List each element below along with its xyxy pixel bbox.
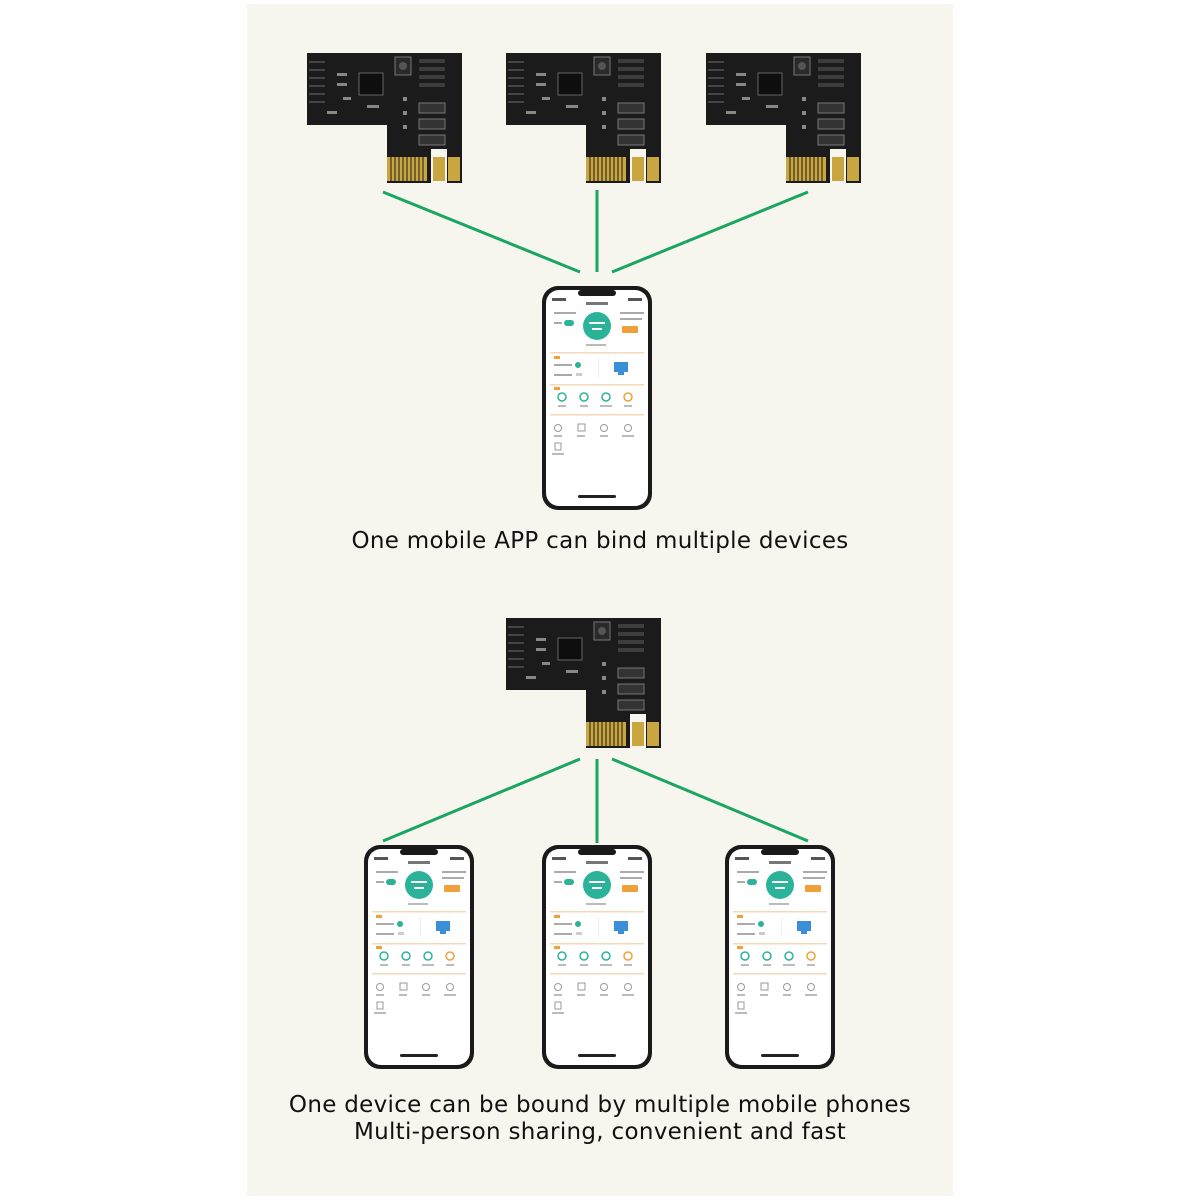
mobile-phone-app — [541, 844, 653, 1070]
connector-lines-bottom — [382, 757, 809, 843]
pcie-device-card — [705, 52, 862, 184]
caption-multi-person-sharing: Multi-person sharing, convenient and fas… — [353, 1119, 847, 1145]
mobile-phone-app — [541, 285, 653, 511]
pcie-device-card — [505, 617, 662, 749]
caption-one-app-multiple-devices: One mobile APP can bind multiple devices — [351, 528, 849, 554]
mobile-phone-app — [724, 844, 836, 1070]
connector-lines-top — [382, 190, 809, 274]
caption-one-device-multiple-phones: One device can be bound by multiple mobi… — [288, 1092, 912, 1118]
pcie-device-card — [505, 52, 662, 184]
pcie-device-card — [306, 52, 463, 184]
mobile-phone-app — [363, 844, 475, 1070]
